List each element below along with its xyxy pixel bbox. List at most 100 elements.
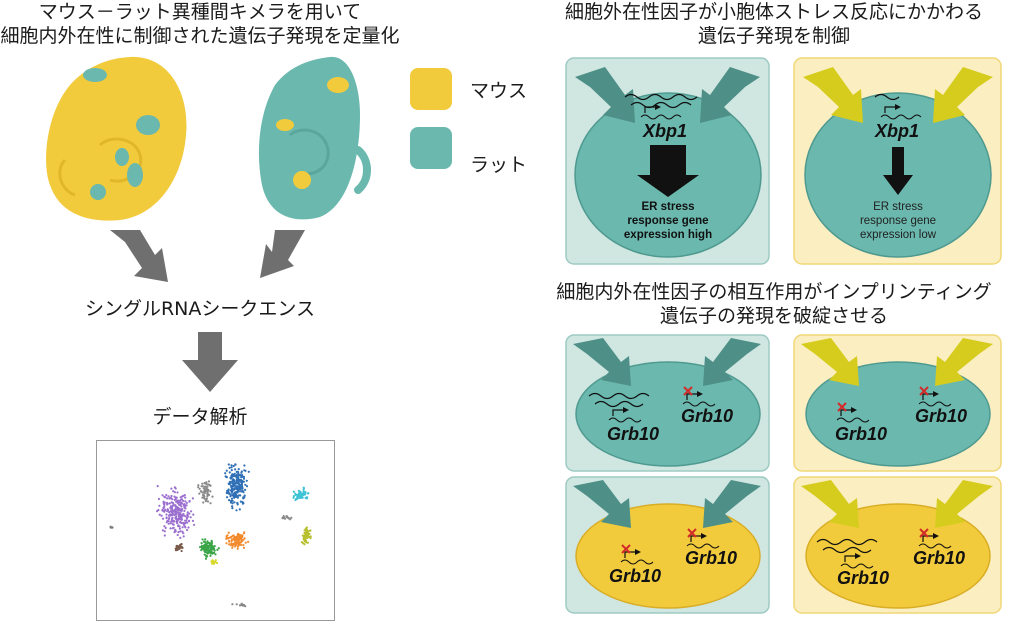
umap-cell-point — [235, 474, 238, 477]
umap-cell-point — [209, 544, 213, 547]
umap-cell-point — [205, 554, 208, 557]
umap-cell-point — [177, 499, 180, 502]
grb10-label-1a: Grb10 — [607, 424, 659, 444]
umap-cell-point — [236, 496, 239, 499]
umap-cell-point — [186, 521, 189, 524]
umap-cell-point — [171, 520, 175, 523]
umap-cell-point — [203, 487, 206, 490]
umap-cell-point — [200, 490, 203, 493]
umap-cell-point — [177, 525, 180, 528]
umap-cell-point — [185, 519, 188, 522]
umap-cell-point — [168, 497, 171, 500]
umap-cell-point — [174, 547, 177, 550]
umap-cell-point — [206, 500, 210, 503]
umap-cell-point — [235, 482, 238, 485]
umap-cell-point — [230, 476, 233, 479]
xbp1-gene-label: Xbp1 — [642, 121, 687, 141]
umap-cell-point — [240, 603, 243, 606]
umap-cell-point — [175, 511, 178, 514]
umap-cell-point — [300, 541, 303, 544]
umap-cell-point — [303, 543, 306, 546]
umap-cell-point — [243, 537, 246, 540]
grb10-panel-mouse-in-rat: Grb10 Grb10 — [565, 476, 770, 614]
umap-cell-point — [183, 509, 186, 512]
grb10-panel-rat-in-mouse: Grb10 Grb10 — [793, 334, 1002, 472]
umap-cell-point — [164, 526, 167, 529]
process-arrows — [110, 230, 305, 392]
umap-cell-point — [198, 487, 201, 490]
umap-cell-point — [239, 494, 242, 497]
right-top-title-line2: 遺伝子発現を制御 — [697, 25, 850, 47]
umap-cell-point — [185, 501, 188, 504]
umap-cell-point — [292, 496, 295, 499]
grb10-panel-mouse-in-mouse: Grb10 Grb10 — [793, 476, 1002, 614]
umap-cell-point — [210, 549, 213, 553]
xbp1-gene-label-2: Xbp1 — [874, 121, 919, 141]
umap-cell-point — [167, 517, 170, 521]
umap-cell-point — [179, 536, 182, 539]
umap-cell-point — [309, 529, 312, 532]
umap-cell-point — [241, 501, 244, 504]
grb10-label-3a: Grb10 — [609, 566, 661, 586]
grb10-panel-rat-in-rat: Grb10 Grb10 — [565, 334, 770, 472]
umap-cell-point — [206, 490, 209, 493]
umap-cell-point — [216, 548, 219, 551]
xbp1-response-gene-text: response gene — [627, 215, 708, 227]
umap-cell-point — [178, 527, 181, 530]
umap-cell-point — [235, 470, 238, 473]
umap-cell-point — [225, 537, 228, 540]
umap-cell-point — [231, 494, 234, 497]
umap-cell-point — [238, 542, 241, 545]
umap-cell-point — [232, 538, 235, 541]
umap-cell-point — [239, 484, 242, 487]
umap-cell-point — [184, 522, 187, 525]
umap-cell-point — [180, 510, 183, 513]
left-title-line2: 細胞内外在性に制御された遺伝子発現を定量化 — [0, 25, 400, 47]
umap-cell-point — [200, 544, 203, 547]
umap-cell-point — [173, 491, 176, 494]
umap-cell-point — [304, 539, 308, 542]
umap-cell-point — [200, 549, 203, 552]
umap-cell-point — [230, 464, 233, 467]
umap-cell-point — [172, 513, 175, 516]
umap-cell-point — [202, 501, 205, 504]
umap-cell-point — [182, 535, 185, 538]
umap-cell-point — [163, 495, 166, 498]
umap-cell-point — [188, 512, 191, 515]
umap-cell-point — [232, 479, 235, 482]
umap-cell-point — [161, 509, 164, 512]
umap-cell-point — [304, 492, 307, 495]
umap-cell-point — [171, 505, 174, 508]
umap-cell-point — [203, 550, 207, 553]
right-top-title-line1: 細胞外在性因子が小胞体ストレス反応にかかわる — [564, 1, 983, 23]
umap-cell-point — [180, 518, 183, 521]
grb10-label-3b: Grb10 — [685, 548, 737, 568]
umap-cell-point — [188, 499, 191, 503]
umap-cell-point — [232, 495, 235, 498]
umap-cell-point — [231, 534, 234, 537]
umap-cell-point — [206, 485, 209, 488]
umap-cell-point — [233, 542, 236, 545]
umap-cell-point — [240, 481, 244, 484]
umap-cell-point — [171, 498, 174, 501]
umap-cell-point — [163, 503, 166, 506]
umap-cell-point — [237, 468, 240, 471]
grb10-label-2a: Grb10 — [835, 424, 887, 444]
umap-cell-point — [225, 469, 228, 472]
umap-cell-point — [242, 546, 246, 549]
umap-cell-point — [181, 502, 184, 505]
umap-cell-point — [179, 508, 182, 511]
umap-cell-point — [289, 518, 292, 521]
umap-cell-point — [305, 530, 308, 533]
umap-cell-point — [206, 494, 209, 497]
umap-cell-point — [244, 488, 247, 491]
umap-cell-point — [245, 479, 248, 482]
umap-cell-point — [203, 485, 206, 488]
umap-cell-point — [165, 501, 169, 504]
umap-cell-point — [228, 471, 231, 474]
umap-cell-point — [233, 501, 236, 504]
umap-cell-point — [204, 538, 207, 541]
umap-cell-point — [162, 517, 165, 520]
umap-cell-point — [201, 538, 204, 541]
umap-cell-point — [235, 509, 238, 512]
